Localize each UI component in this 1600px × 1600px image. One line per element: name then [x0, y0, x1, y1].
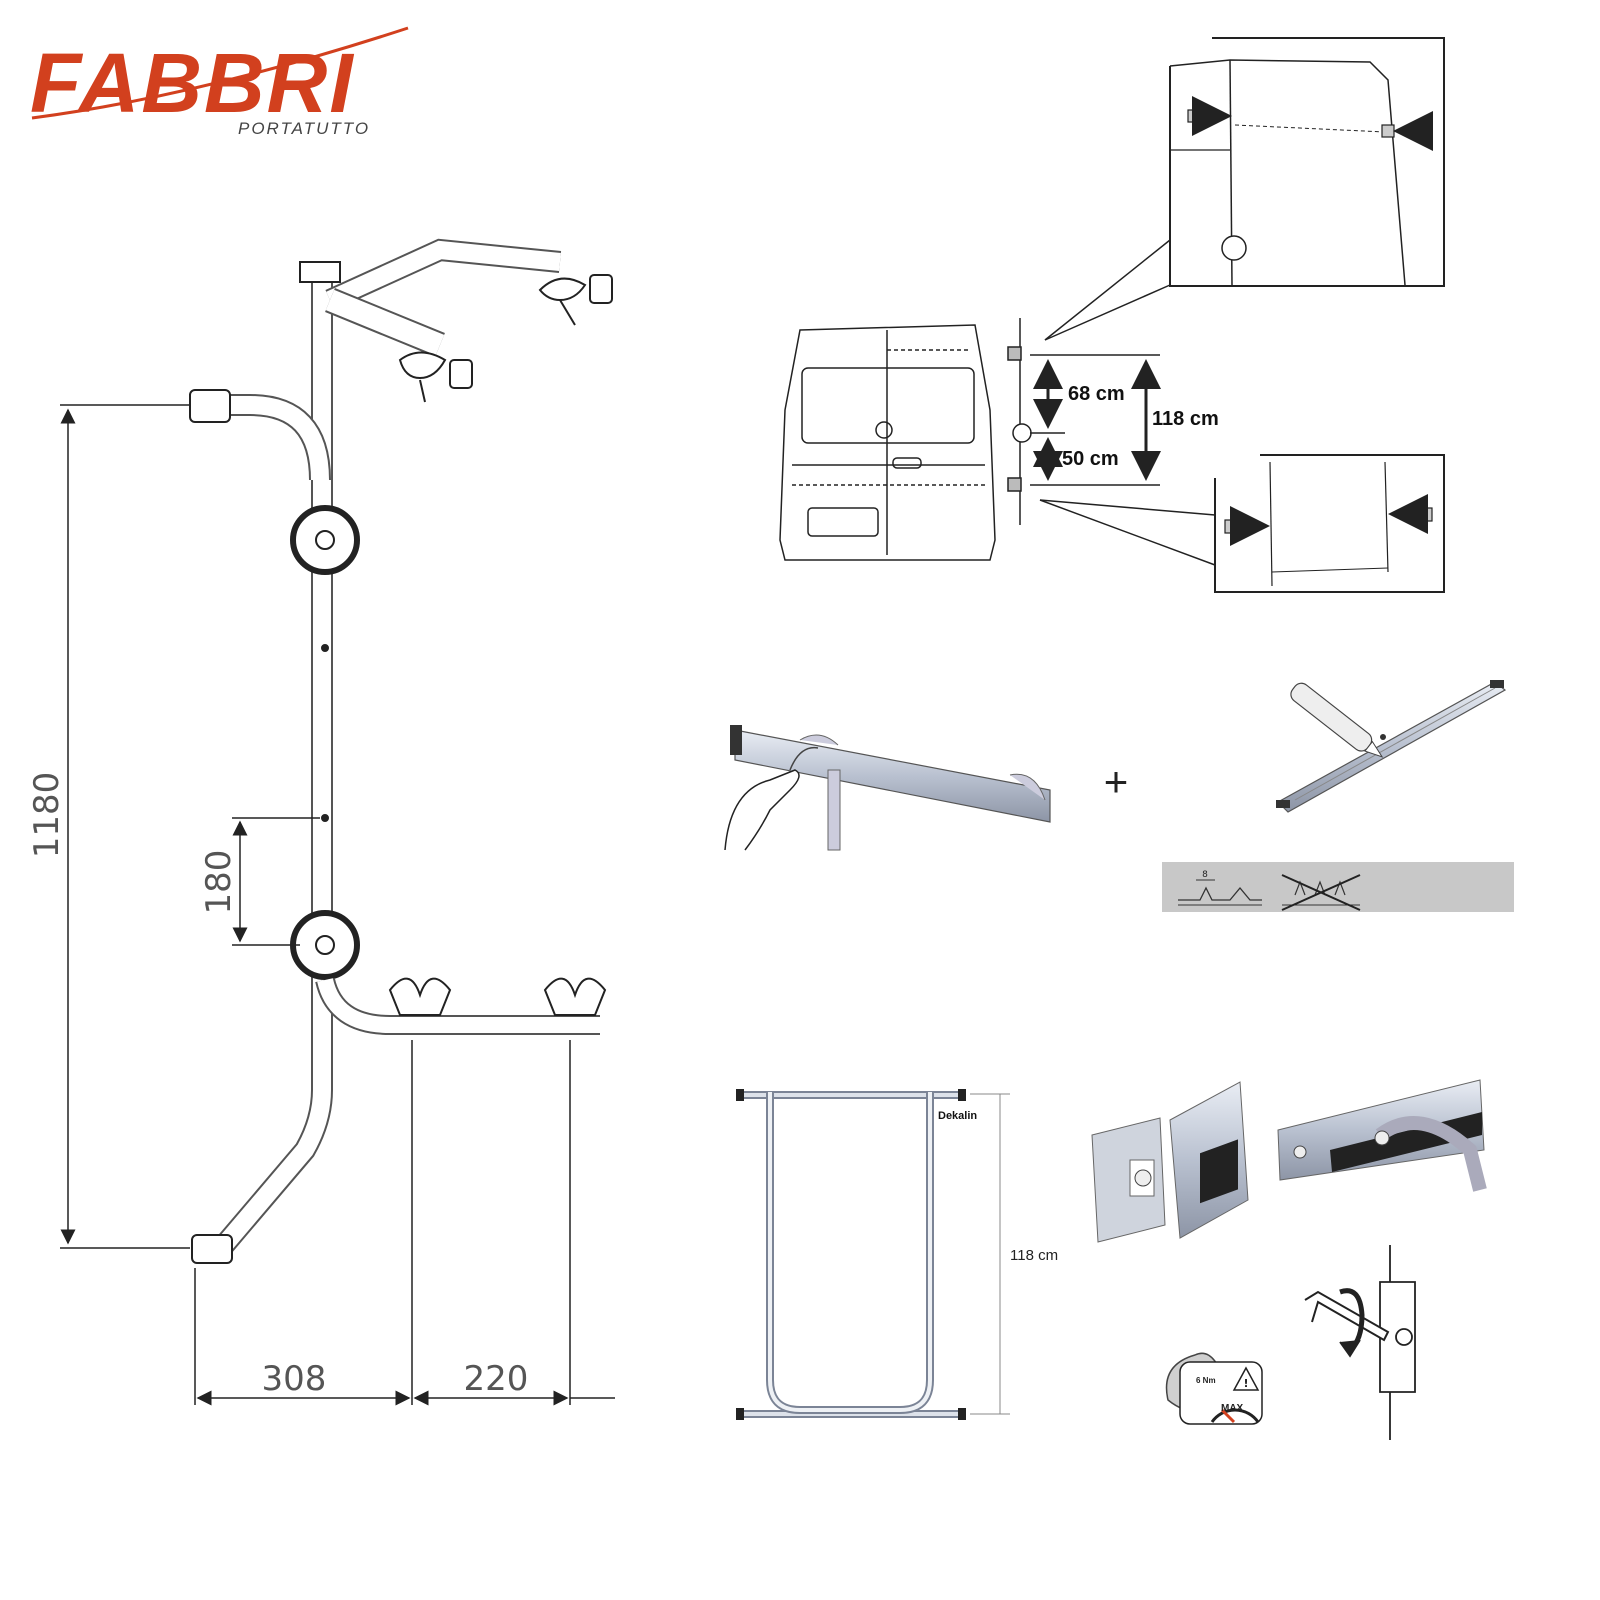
hex-key-tightening	[1304, 1245, 1416, 1440]
lower-detail-box	[1214, 454, 1445, 593]
brand-logo: FABBRI PORTATUTTO	[30, 26, 409, 138]
wall-disc-upper-icon	[290, 505, 360, 575]
frame-label: Dekalin	[938, 1110, 977, 1122]
torque-warning-badge: !	[1165, 1352, 1263, 1425]
van-rear-view	[779, 324, 996, 561]
frame-height-label: 118 cm	[1010, 1247, 1058, 1264]
adhesive-bead-guide: 8	[1162, 862, 1514, 912]
bike-holder-lower-icon	[398, 351, 473, 403]
top-mount-cap	[189, 389, 231, 423]
wheel-cradle-left-icon	[388, 977, 452, 1016]
svg-text:!: !	[1243, 1377, 1248, 1390]
bolt-icon	[1134, 1169, 1152, 1187]
glue-tube-icon	[1290, 682, 1384, 758]
torque-value-label: 6 Nm	[1196, 1376, 1216, 1385]
upper-detail-box	[1169, 37, 1445, 287]
rail-end-detail	[1091, 1081, 1249, 1243]
van-side-strip	[1007, 239, 1216, 566]
upper-gap-label: 68 cm	[1068, 383, 1125, 405]
bead-size-label: 8	[1202, 870, 1208, 880]
rack-drawing	[60, 238, 615, 1406]
brand-tagline: PORTATUTTO	[238, 119, 370, 138]
dim-height-label: 1180	[27, 772, 67, 859]
rail-peel-illustration	[724, 725, 1051, 851]
vw-logo-icon	[1012, 423, 1032, 443]
lower-gap-label: 50 cm	[1062, 448, 1119, 470]
hex-key-icon	[1304, 1290, 1390, 1342]
rail-clamp-detail	[1277, 1079, 1487, 1192]
brand-name: FABBRI	[30, 36, 355, 130]
gauge-icon	[1210, 1408, 1260, 1423]
plus-sign: +	[1104, 758, 1129, 805]
lower-mount-marker-icon	[1007, 477, 1022, 492]
warning-triangle-icon	[1232, 1366, 1260, 1391]
bolt-icon	[1293, 1145, 1307, 1159]
dim-offset-label: 308	[262, 1359, 327, 1399]
ladder-frame-illustration	[736, 1089, 1010, 1420]
bottom-mount-cap	[191, 1234, 233, 1264]
adhesive-rail-illustration	[1276, 680, 1507, 813]
upper-mount-marker-icon	[1007, 346, 1022, 361]
bolt-icon	[1374, 1130, 1390, 1146]
dim-spacing-label: 180	[199, 850, 239, 915]
torque-max-label: MAX	[1221, 1403, 1244, 1414]
dim-width-label: 220	[464, 1359, 529, 1399]
total-gap-label: 118 cm	[1152, 408, 1219, 430]
vw-badge-icon	[1221, 235, 1247, 261]
brand-swoosh	[31, 26, 409, 120]
wall-disc-lower-icon	[290, 910, 360, 980]
wheel-cradle-right-icon	[543, 977, 607, 1016]
bike-holder-upper-icon	[538, 274, 613, 326]
hand-icon	[724, 769, 800, 851]
